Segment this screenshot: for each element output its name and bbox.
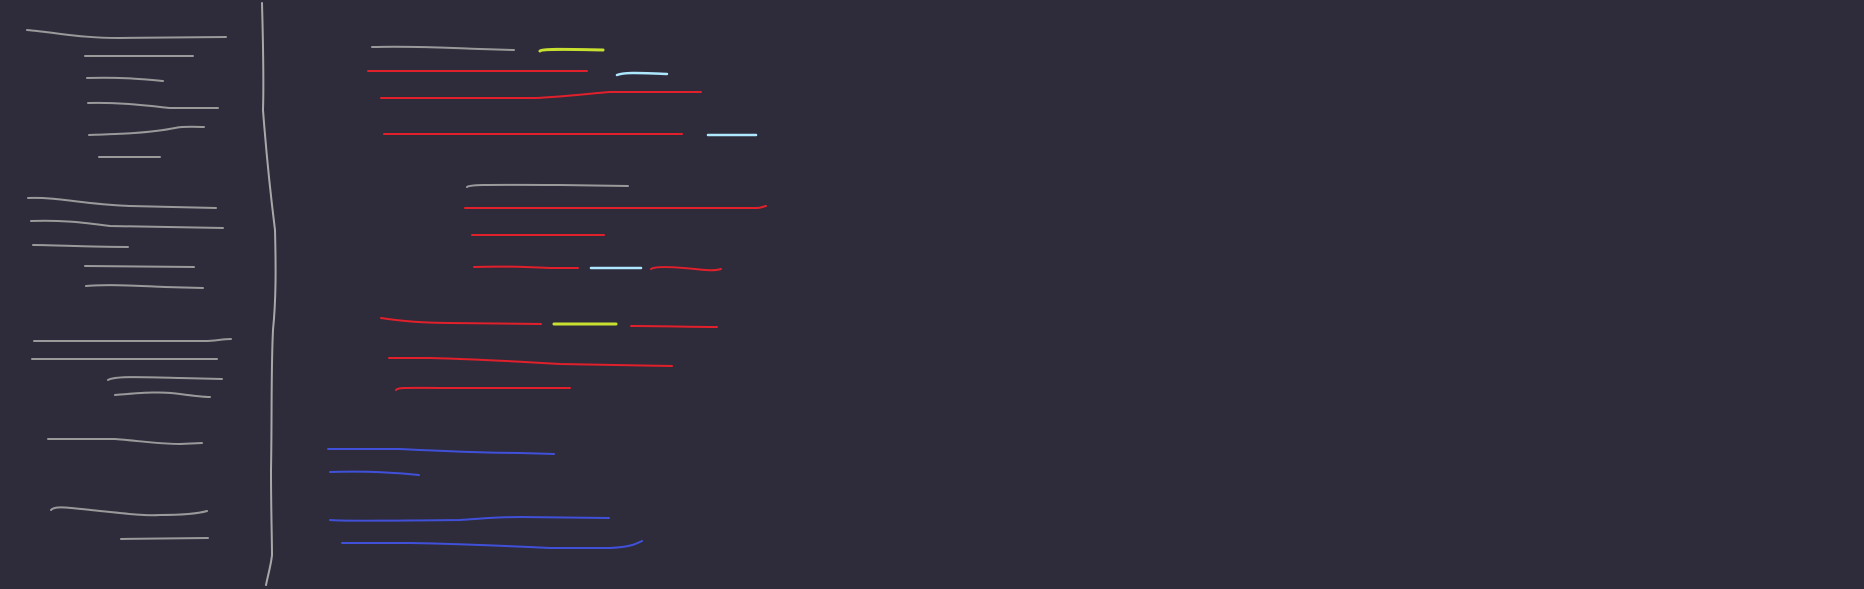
stroke-left-12[interactable] (33, 338, 232, 342)
stroke-left-15[interactable] (114, 391, 211, 398)
stroke-right-red-7[interactable] (650, 266, 722, 272)
stroke-right-red-9[interactable] (630, 325, 718, 328)
stroke-left-4[interactable] (87, 101, 219, 109)
stroke-left-3[interactable] (86, 76, 164, 82)
stroke-left-10[interactable] (84, 265, 195, 268)
stroke-right-red-6[interactable] (473, 265, 579, 269)
stroke-left-11[interactable] (85, 284, 204, 289)
stroke-left-8[interactable] (30, 219, 224, 229)
stroke-right-cyan-1[interactable] (615, 71, 669, 77)
stroke-right-blue-2[interactable] (329, 470, 420, 476)
stroke-right-red-8[interactable] (380, 317, 542, 325)
right-pane (327, 45, 767, 549)
stroke-left-1[interactable] (26, 29, 227, 39)
stroke-left-5[interactable] (88, 125, 205, 136)
stroke-left-9[interactable] (32, 244, 129, 248)
stroke-right-yellow-1[interactable] (538, 47, 605, 53)
stroke-left-17[interactable] (50, 506, 208, 517)
stroke-right-gray-2[interactable] (466, 183, 629, 188)
stroke-left-14[interactable] (107, 376, 223, 381)
stroke-left-18[interactable] (120, 537, 209, 540)
stroke-right-red-11[interactable] (395, 386, 571, 391)
stroke-right-blue-4[interactable] (341, 540, 643, 549)
stroke-right-blue-3[interactable] (329, 516, 610, 522)
stroke-right-blue-1[interactable] (327, 448, 555, 455)
stroke-right-red-2[interactable] (380, 91, 702, 99)
left-pane (26, 29, 232, 540)
stroke-left-7[interactable] (27, 196, 217, 209)
stroke-left-16[interactable] (47, 438, 203, 445)
pane-divider[interactable] (261, 2, 277, 586)
stroke-right-gray-1[interactable] (371, 45, 515, 51)
stroke-right-red-4[interactable] (464, 205, 767, 209)
stroke-right-red-10[interactable] (388, 357, 673, 367)
